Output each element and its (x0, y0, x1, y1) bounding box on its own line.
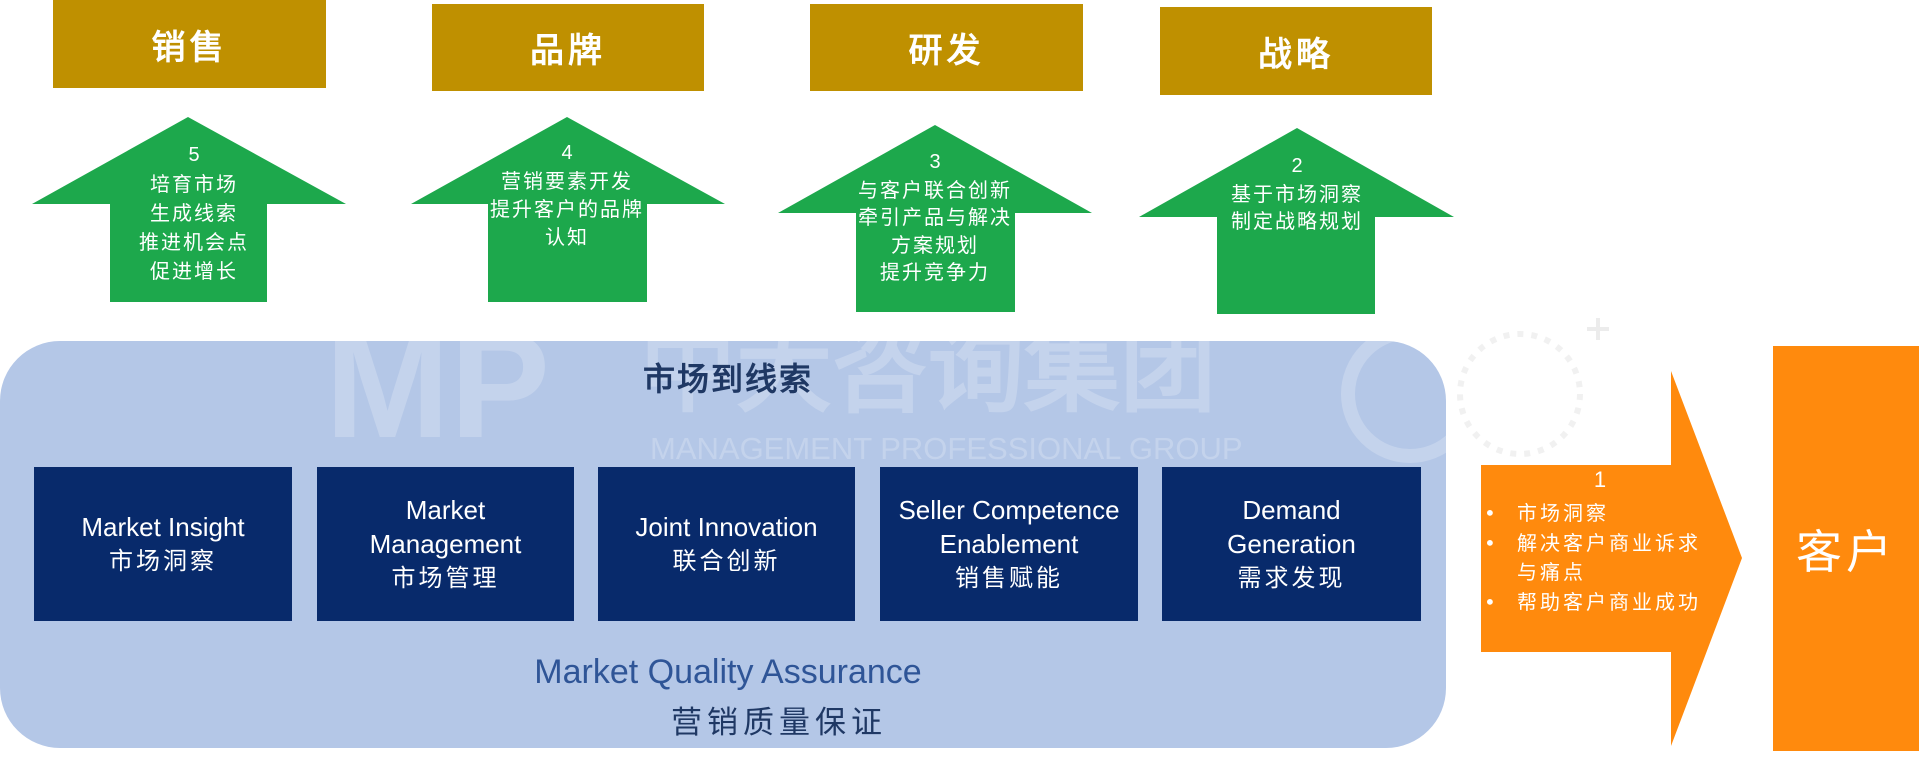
bullet-icon: • (1484, 589, 1496, 614)
customer-box: 客户 (1773, 346, 1919, 751)
footer-title-en: Market Quality Assurance (534, 653, 922, 691)
box-label-en: Market (405, 495, 486, 525)
label-rnd: 研发 (908, 31, 985, 71)
arrow-line: 推进机会点 (139, 230, 249, 254)
arrow-line: 提升竞争力 (880, 260, 990, 284)
box-label-en: Generation (1227, 529, 1356, 559)
arrow-shape-strategy (1139, 128, 1454, 314)
bullet-text: 市场洞察 (1517, 501, 1609, 525)
bullet-icon: • (1484, 530, 1496, 555)
label-strategy: 战略 (1258, 34, 1334, 75)
customer-arrow-bullets: • 市场洞察 • 解决客户商业诉求与痛点 • 帮助客户商业成功 (1484, 499, 1729, 617)
box-label-en: Joint Innovation (635, 512, 818, 542)
step-number: 5 (188, 144, 200, 166)
arrow-line: 方案规划 (891, 232, 979, 257)
arrow-line: 与客户联合创新 (858, 177, 1012, 202)
footer-title-zh: 营销质量保证 (671, 705, 887, 741)
arrow-line: 营销要素开发 (501, 169, 633, 193)
box-label-en: Market Insight (81, 512, 245, 542)
watermark-brand: MP (325, 301, 550, 469)
bullet-item: • 市场洞察 (1484, 499, 1729, 529)
box-market-management: Market Management 市场管理 (317, 467, 574, 621)
box-label-en: Demand (1242, 495, 1341, 525)
box-label-en: Seller Competence (898, 495, 1120, 525)
label-brand: 品牌 (530, 31, 606, 71)
bullet-item: • 解决客户商业诉求与痛点 (1484, 529, 1729, 588)
box-label-zh: 市场管理 (391, 564, 500, 592)
arrow-text-strategy: 2 基于市场洞察 制定战略规划 (1187, 153, 1407, 236)
watermark-tagline: MANAGEMENT PROFESSIONAL GROUP (650, 431, 1243, 466)
box-label-zh: 销售赋能 (955, 564, 1063, 592)
box-label-en: Enablement (939, 529, 1079, 559)
box-label-en: Management (369, 529, 522, 559)
arrow-line: 基于市场洞察 (1231, 181, 1363, 206)
bullet-icon: • (1484, 501, 1496, 525)
box-label-zh: 联合创新 (672, 547, 781, 575)
panel-title: 市场到线索 (642, 360, 813, 398)
step-number: 2 (1291, 155, 1303, 177)
arrow-line: 牵引产品与解决 (858, 205, 1012, 229)
box-demand-generation: Demand Generation 需求发现 (1162, 467, 1421, 621)
watermark-logo-icon (1341, 318, 1609, 463)
step-number: 4 (561, 142, 573, 164)
arrow-text-sales: 5 培育市场 生成线索 推进机会点 促进增长 (84, 141, 304, 286)
label-box-sales: 销售 (53, 0, 326, 88)
label-box-rnd: 研发 (810, 4, 1083, 91)
arrow-shape-brand (411, 117, 725, 302)
label-box-brand: 品牌 (432, 4, 704, 91)
box-market-insight: Market Insight 市场洞察 (34, 467, 292, 621)
box-label-zh: 市场洞察 (109, 547, 217, 575)
bullet-text: 帮助客户商业成功 (1517, 589, 1701, 614)
arrow-line: 生成线索 (150, 201, 238, 225)
box-seller-competence: Seller Competence Enablement 销售赋能 (880, 467, 1138, 621)
label-sales: 销售 (151, 27, 228, 68)
bullet-item: • 帮助客户商业成功 (1484, 588, 1729, 618)
arrow-shape-rnd (778, 125, 1092, 312)
label-box-strategy: 战略 (1160, 7, 1432, 95)
arrow-text-brand: 4 营销要素开发 提升客户的品牌 认知 (457, 139, 677, 251)
bullet-text: 解决客户商业诉求与痛点 (1517, 530, 1701, 585)
customer-label: 客户 (1796, 524, 1896, 579)
arrow-line: 制定战略规划 (1231, 209, 1363, 233)
arrow-shape-sales (32, 117, 346, 302)
arrow-line: 认知 (545, 225, 589, 249)
box-label-zh: 需求发现 (1237, 564, 1346, 592)
step-number: 3 (929, 151, 941, 173)
arrow-line: 促进增长 (150, 259, 238, 283)
step-number: 1 (1593, 467, 1607, 492)
arrow-line: 培育市场 (150, 172, 238, 196)
box-joint-innovation: Joint Innovation 联合创新 (598, 467, 855, 621)
arrow-text-rnd: 3 与客户联合创新 牵引产品与解决 方案规划 提升竞争力 (825, 149, 1045, 287)
arrow-line: 提升客户的品牌 (490, 197, 644, 221)
customer-arrow-shape (1481, 371, 1742, 746)
watermark-name: 中大咨询集团 (640, 314, 1216, 426)
